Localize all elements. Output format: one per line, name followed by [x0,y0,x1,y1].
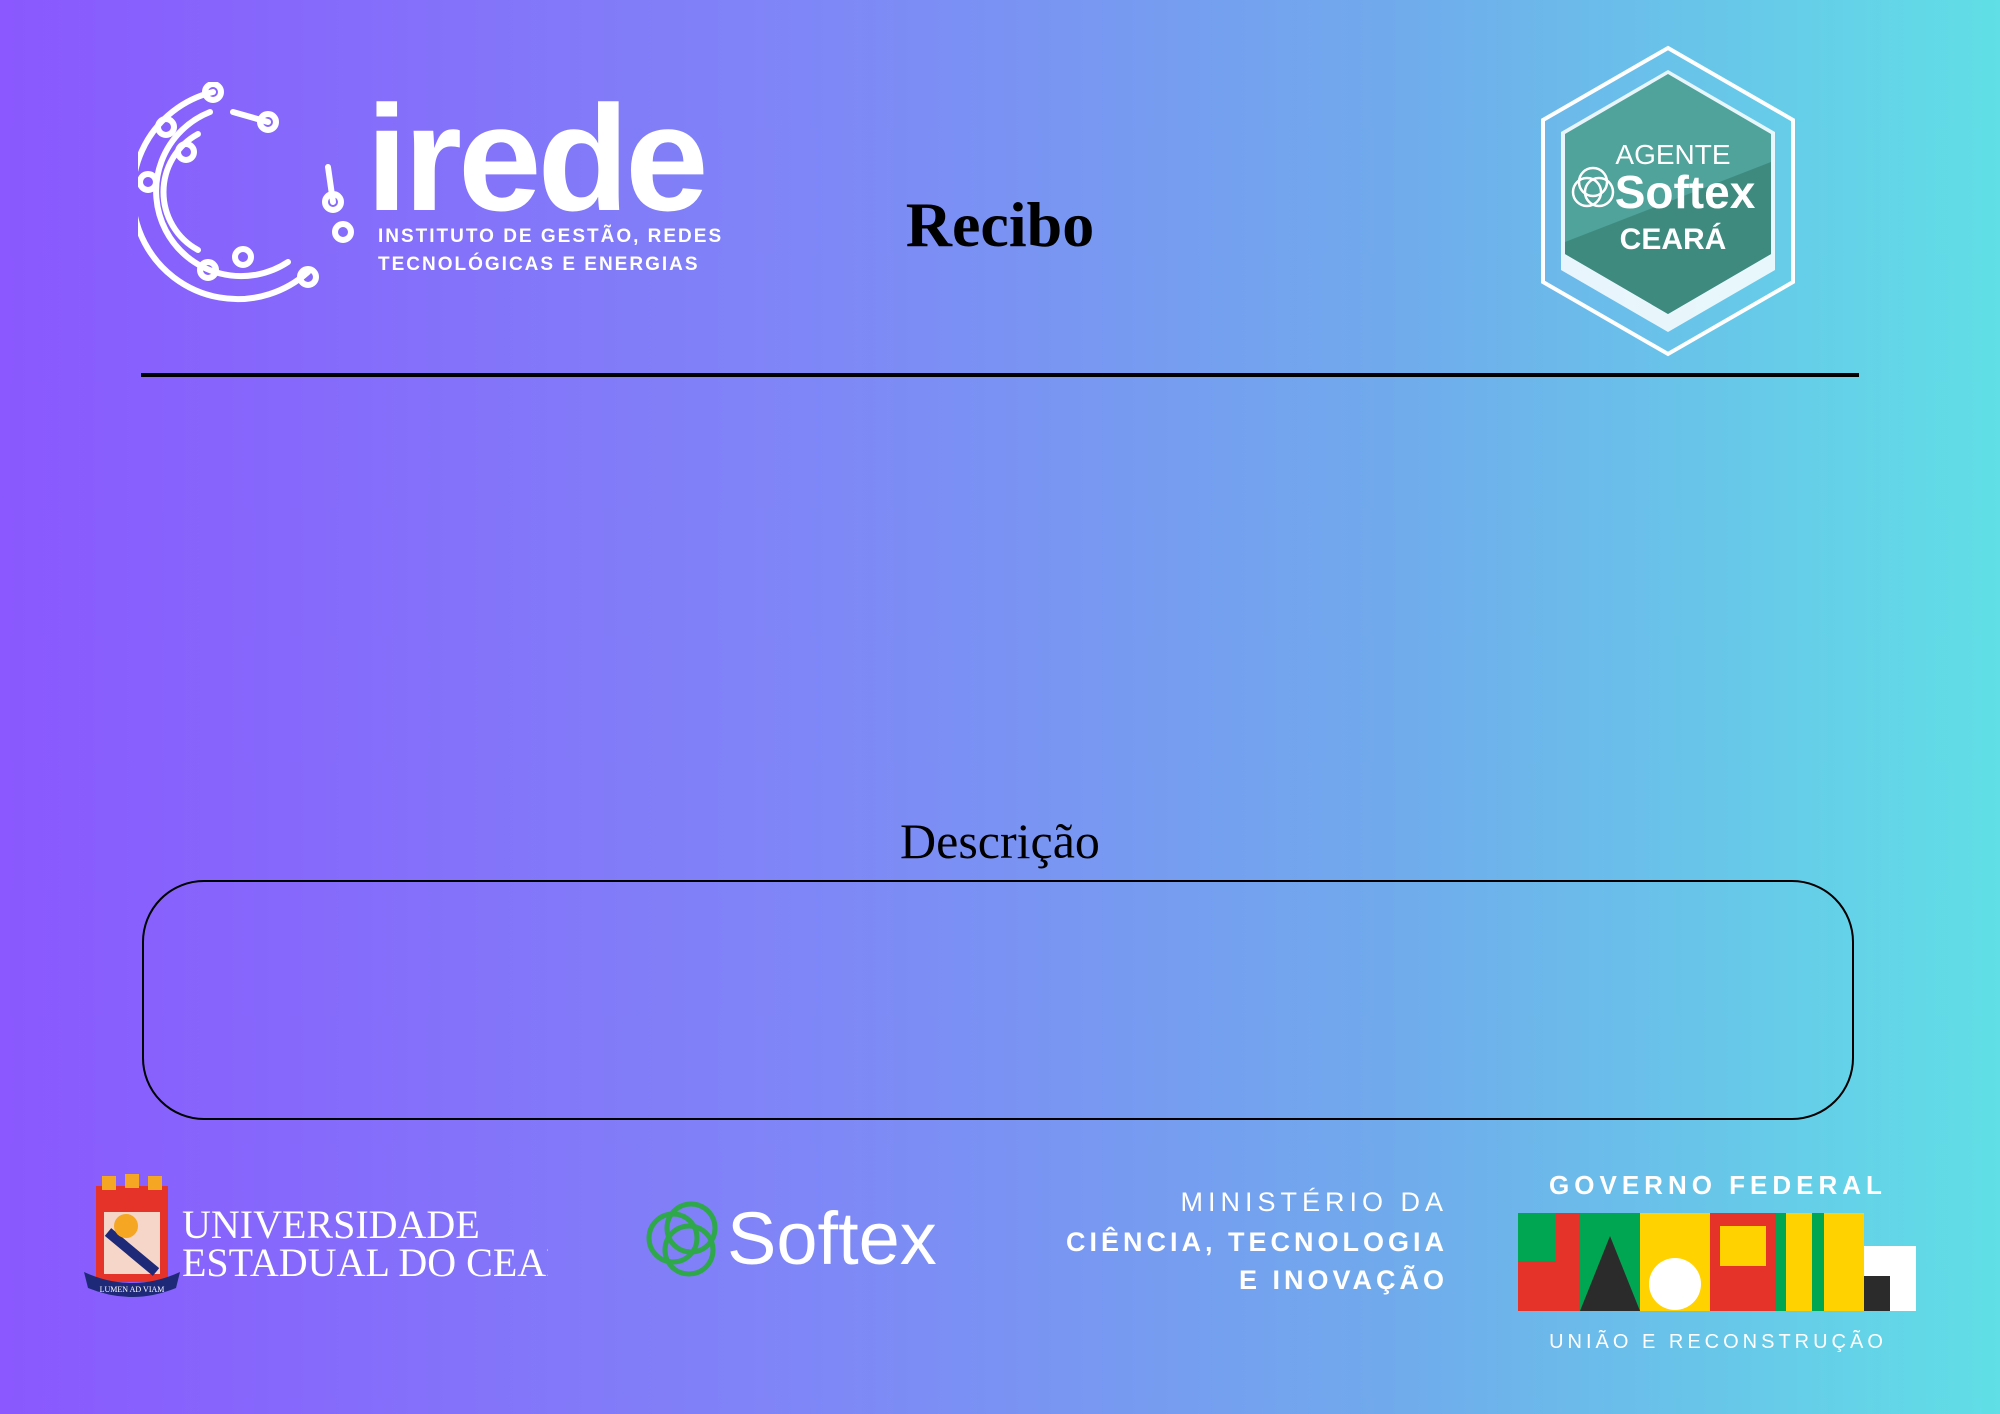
mcti-line1: MINISTÉRIO DA [1180,1187,1448,1217]
gov-bottom-text: UNIÃO E RECONSTRUÇÃO [1549,1329,1887,1353]
description-box[interactable] [142,880,1854,1120]
brasil-wordmark-icon [1518,1213,1916,1311]
uece-logo: LUMEN AD VIAM UNIVERSIDADE ESTADUAL DO C… [84,1174,548,1297]
irede-logo: irede INSTITUTO DE GESTÃO, REDES TECNOLÓ… [138,82,723,303]
softex-logo: Softex [646,1197,937,1280]
description-label: Descrição [900,813,1100,869]
circuit-circle-icon [138,82,354,303]
badge-ceara-text: CEARÁ [1620,222,1727,256]
uece-motto: LUMEN AD VIAM [100,1285,165,1294]
page-title: Recibo [905,189,1095,260]
agente-softex-ceara-badge: AGENTE Softex CEARÁ [1541,45,1795,357]
uece-crest-icon: LUMEN AD VIAM [84,1174,180,1297]
irede-tagline-line2: TECNOLÓGICAS E ENERGIAS [378,253,700,275]
softex-rings-icon [1571,166,1615,208]
mcti-line2: CIÊNCIA, TECNOLOGIA [1066,1226,1448,1257]
badge-softex-text: Softex [1615,166,1756,218]
header-divider [141,373,1859,377]
badge-agente-text: AGENTE [1615,139,1730,170]
softex-rings-icon [646,1201,718,1277]
governo-federal-logo: GOVERNO FEDERAL UNIÃO E RECONSTRUÇÃO [1518,1170,1916,1353]
gov-top-text: GOVERNO FEDERAL [1549,1170,1887,1200]
uece-name-line1: UNIVERSIDADE [182,1202,480,1247]
irede-tagline-line1: INSTITUTO DE GESTÃO, REDES [378,225,723,247]
irede-wordmark: irede [366,82,705,242]
uece-name-line2: ESTADUAL DO CEARÁ [182,1240,548,1285]
softex-wordmark: Softex [727,1197,937,1280]
mcti-logo: MINISTÉRIO DA CIÊNCIA, TECNOLOGIA E INOV… [1066,1187,1448,1295]
mcti-line3: E INOVAÇÃO [1239,1264,1448,1295]
